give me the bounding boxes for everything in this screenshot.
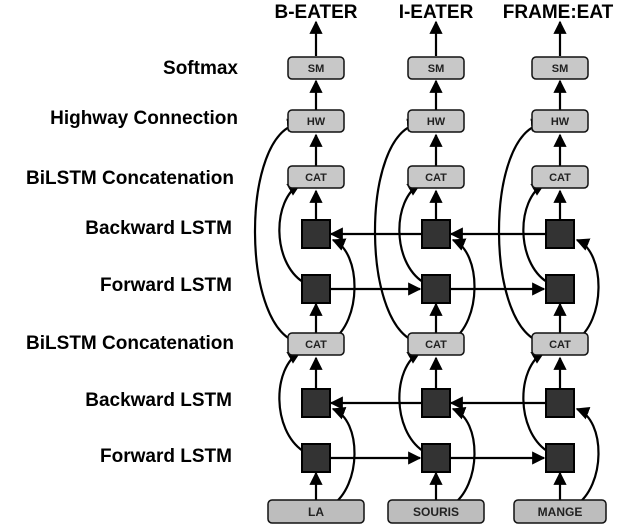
col3-concat-top-label: CAT	[549, 172, 571, 184]
col3-fwd-to-cat-arc-top	[522, 183, 548, 283]
col1-fwd-to-cat-arc-bottom	[278, 351, 304, 452]
layer-label-cat-top: BiLSTM Concatenation	[26, 168, 234, 189]
col1-forward-lstm-cell-top	[301, 274, 331, 304]
col1-input-to-bwd-arc-bottom	[330, 407, 356, 507]
col1-backward-lstm-cell-bottom	[301, 388, 331, 418]
col1-highway-node	[287, 109, 345, 133]
col1-concat-top-label: CAT	[305, 172, 327, 184]
col2-cat-to-bwd-arc-top	[450, 238, 476, 342]
col1-concat-bottom-node	[287, 332, 345, 356]
col2-concat-bottom-node	[407, 332, 465, 356]
col1-forward-lstm-cell-bottom	[301, 443, 331, 473]
col2-fwd-to-cat-arc-top	[398, 183, 424, 283]
col1-backward-lstm-cell-top	[301, 219, 331, 249]
layer-label-fwd-top: Forward LSTM	[100, 275, 232, 296]
output-label-frame-eat: FRAME:EAT	[503, 2, 614, 23]
col3-highway-arc	[497, 118, 546, 345]
column-souris: SM HW CAT CAT SOURIS	[373, 20, 485, 524]
col3-highway-node	[531, 109, 589, 133]
col3-concat-bottom-node	[531, 332, 589, 356]
col3-highway-label: HW	[551, 116, 570, 128]
col2-concat-top-label: CAT	[425, 172, 447, 184]
col1-concat-bottom-label: CAT	[305, 339, 327, 351]
col3-forward-lstm-cell-bottom	[545, 443, 575, 473]
input-word-la: LA	[308, 505, 324, 519]
col3-input-to-bwd-arc-bottom	[574, 407, 600, 507]
col3-fwd-to-cat-arc-bottom	[522, 351, 548, 452]
layer-label-bwd-top: Backward LSTM	[85, 218, 232, 239]
col1-highway-arc	[253, 118, 302, 345]
col1-input-word-node	[267, 499, 365, 524]
col3-concat-bottom-label: CAT	[549, 339, 571, 351]
col2-input-to-bwd-arc-bottom	[450, 407, 476, 507]
col2-softmax-node	[407, 56, 465, 80]
output-label-i-eater: I-EATER	[399, 2, 474, 23]
col1-fwd-to-cat-arc-top	[278, 183, 304, 283]
layer-label-highway: Highway Connection	[50, 108, 238, 129]
input-word-mange: MANGE	[538, 505, 583, 519]
layer-label-cat-bottom: BiLSTM Concatenation	[26, 333, 234, 354]
col2-concat-top-node	[407, 165, 465, 189]
col1-softmax-node	[287, 56, 345, 80]
col3-input-word-node	[513, 499, 607, 524]
col1-highway-label: HW	[307, 116, 326, 128]
layer-label-bwd-bottom: Backward LSTM	[85, 390, 232, 411]
column-la: SM HW CAT CAT LA	[253, 20, 365, 524]
column-mange: SM HW CAT CAT MANGE	[497, 20, 607, 524]
col2-backward-lstm-cell-top	[421, 219, 451, 249]
col3-cat-to-bwd-arc-top	[574, 238, 600, 342]
col1-cat-to-bwd-arc-top	[330, 238, 356, 342]
col2-fwd-to-cat-arc-bottom	[398, 351, 424, 452]
col1-softmax-label: SM	[308, 63, 325, 75]
input-word-souris: SOURIS	[413, 505, 459, 519]
col3-backward-lstm-cell-top	[545, 219, 575, 249]
col2-forward-lstm-cell-bottom	[421, 443, 451, 473]
output-label-b-eater: B-EATER	[274, 2, 357, 23]
col2-backward-lstm-cell-bottom	[421, 388, 451, 418]
col3-concat-top-node	[531, 165, 589, 189]
col3-softmax-label: SM	[552, 63, 569, 75]
col3-softmax-node	[531, 56, 589, 80]
layer-label-fwd-bottom: Forward LSTM	[100, 446, 232, 467]
col2-softmax-label: SM	[428, 63, 445, 75]
col3-backward-lstm-cell-bottom	[545, 388, 575, 418]
col3-forward-lstm-cell-top	[545, 274, 575, 304]
col2-highway-node	[407, 109, 465, 133]
col2-highway-label: HW	[427, 116, 446, 128]
col2-concat-bottom-label: CAT	[425, 339, 447, 351]
layer-label-softmax: Softmax	[163, 58, 238, 79]
col1-concat-top-node	[287, 165, 345, 189]
col2-input-word-node	[387, 499, 485, 524]
col2-forward-lstm-cell-top	[421, 274, 451, 304]
col2-highway-arc	[373, 118, 422, 345]
